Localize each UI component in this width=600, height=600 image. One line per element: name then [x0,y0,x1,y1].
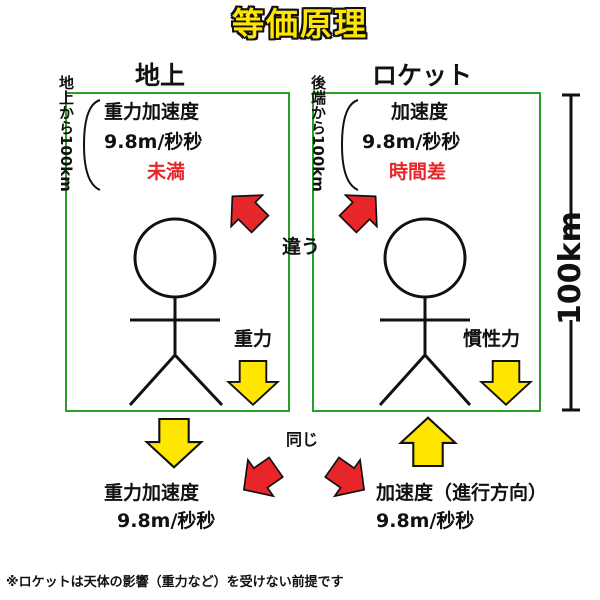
right-bracket [340,99,359,191]
height-label: 100km [553,211,588,325]
red-arrow-left-bottom [230,448,290,509]
left-frame [65,92,290,412]
gravity-label: 重力 [234,328,273,350]
right-line1: 加速度 [391,101,449,123]
inertia-label: 慣性力 [463,328,521,350]
right-header: ロケット [372,61,473,90]
right-vertical-label: 後端から100km [309,75,327,192]
height-scale [562,93,580,412]
right-status: 時間差 [389,161,447,183]
right-frame [312,92,541,412]
bottom-right-line2: 9.8m/秒秒 [376,510,475,532]
red-arrow-left-top [215,179,277,241]
left-line2: 9.8m/秒秒 [104,131,203,153]
yellow-arrow-gravity [227,360,279,406]
red-arrow-right-top [331,179,393,241]
page-title: 等価原理 [231,5,368,43]
yellow-arrow-right-up [399,416,457,468]
yellow-arrow-left-down [145,417,203,469]
stick-figure-right [378,217,472,407]
left-bracket [82,99,101,191]
footnote: ※ロケットは天体の影響（重力など）を受けない前提です [6,575,344,590]
left-status: 未満 [147,161,186,183]
left-vertical-label: 地上から100km [57,75,75,192]
left-header: 地上 [135,61,186,90]
bottom-left-line1: 重力加速度 [104,482,200,504]
red-arrow-right-bottom [318,448,378,509]
bottom-right-line1: 加速度（進行方向） [376,482,548,504]
right-line2: 9.8m/秒秒 [362,131,461,153]
same-label: 同じ [286,430,319,449]
yellow-arrow-inertia [480,360,532,406]
stick-figure-left [128,217,224,407]
bottom-left-line2: 9.8m/秒秒 [117,510,216,532]
differ-label: 違う [282,236,321,258]
left-line1: 重力加速度 [104,101,200,123]
